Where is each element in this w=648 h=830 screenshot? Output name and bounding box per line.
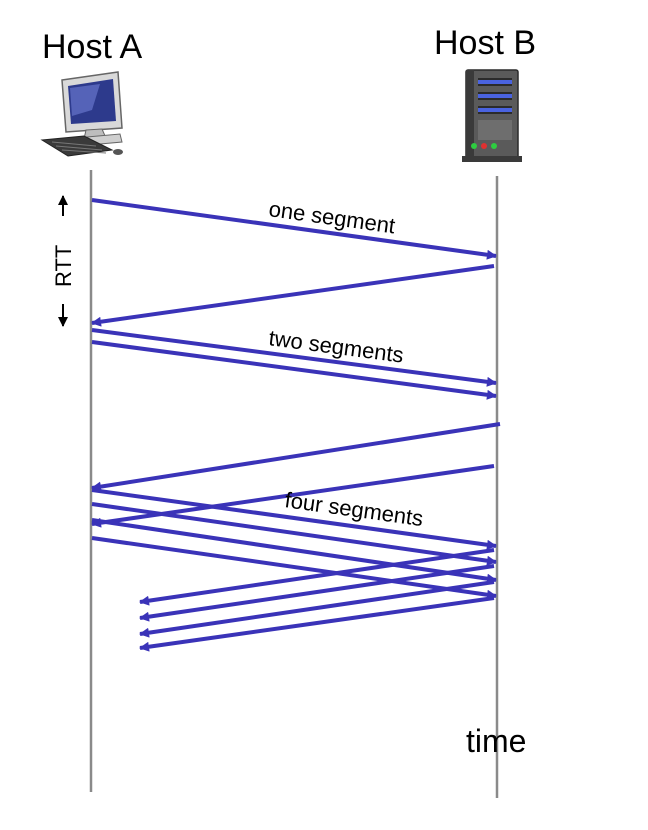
rtt-indicator: RTT <box>51 195 76 327</box>
host-b-label: Host B <box>434 24 536 62</box>
ack-arrow <box>139 580 495 638</box>
one-segment-arrow <box>91 198 497 260</box>
segment-arrow <box>91 518 497 584</box>
server-tower-icon <box>462 69 522 162</box>
ack-arrow <box>139 548 495 606</box>
time-label: time <box>466 723 526 759</box>
ack-arrow <box>139 596 495 652</box>
ack-arrow <box>91 422 501 492</box>
rtt-label: RTT <box>51 245 76 287</box>
segment-arrow <box>91 502 497 566</box>
four-segments-arrows <box>91 488 497 652</box>
segment-arrow <box>91 340 497 400</box>
one-segment-arrows <box>91 198 497 327</box>
segment-arrow <box>91 536 497 600</box>
segment-arrow <box>91 328 497 387</box>
ack-arrow <box>91 264 495 327</box>
segment-arrow <box>91 488 497 550</box>
ack-arrow <box>139 564 495 622</box>
host-a-label: Host A <box>42 28 142 66</box>
desktop-computer-icon <box>40 71 123 157</box>
